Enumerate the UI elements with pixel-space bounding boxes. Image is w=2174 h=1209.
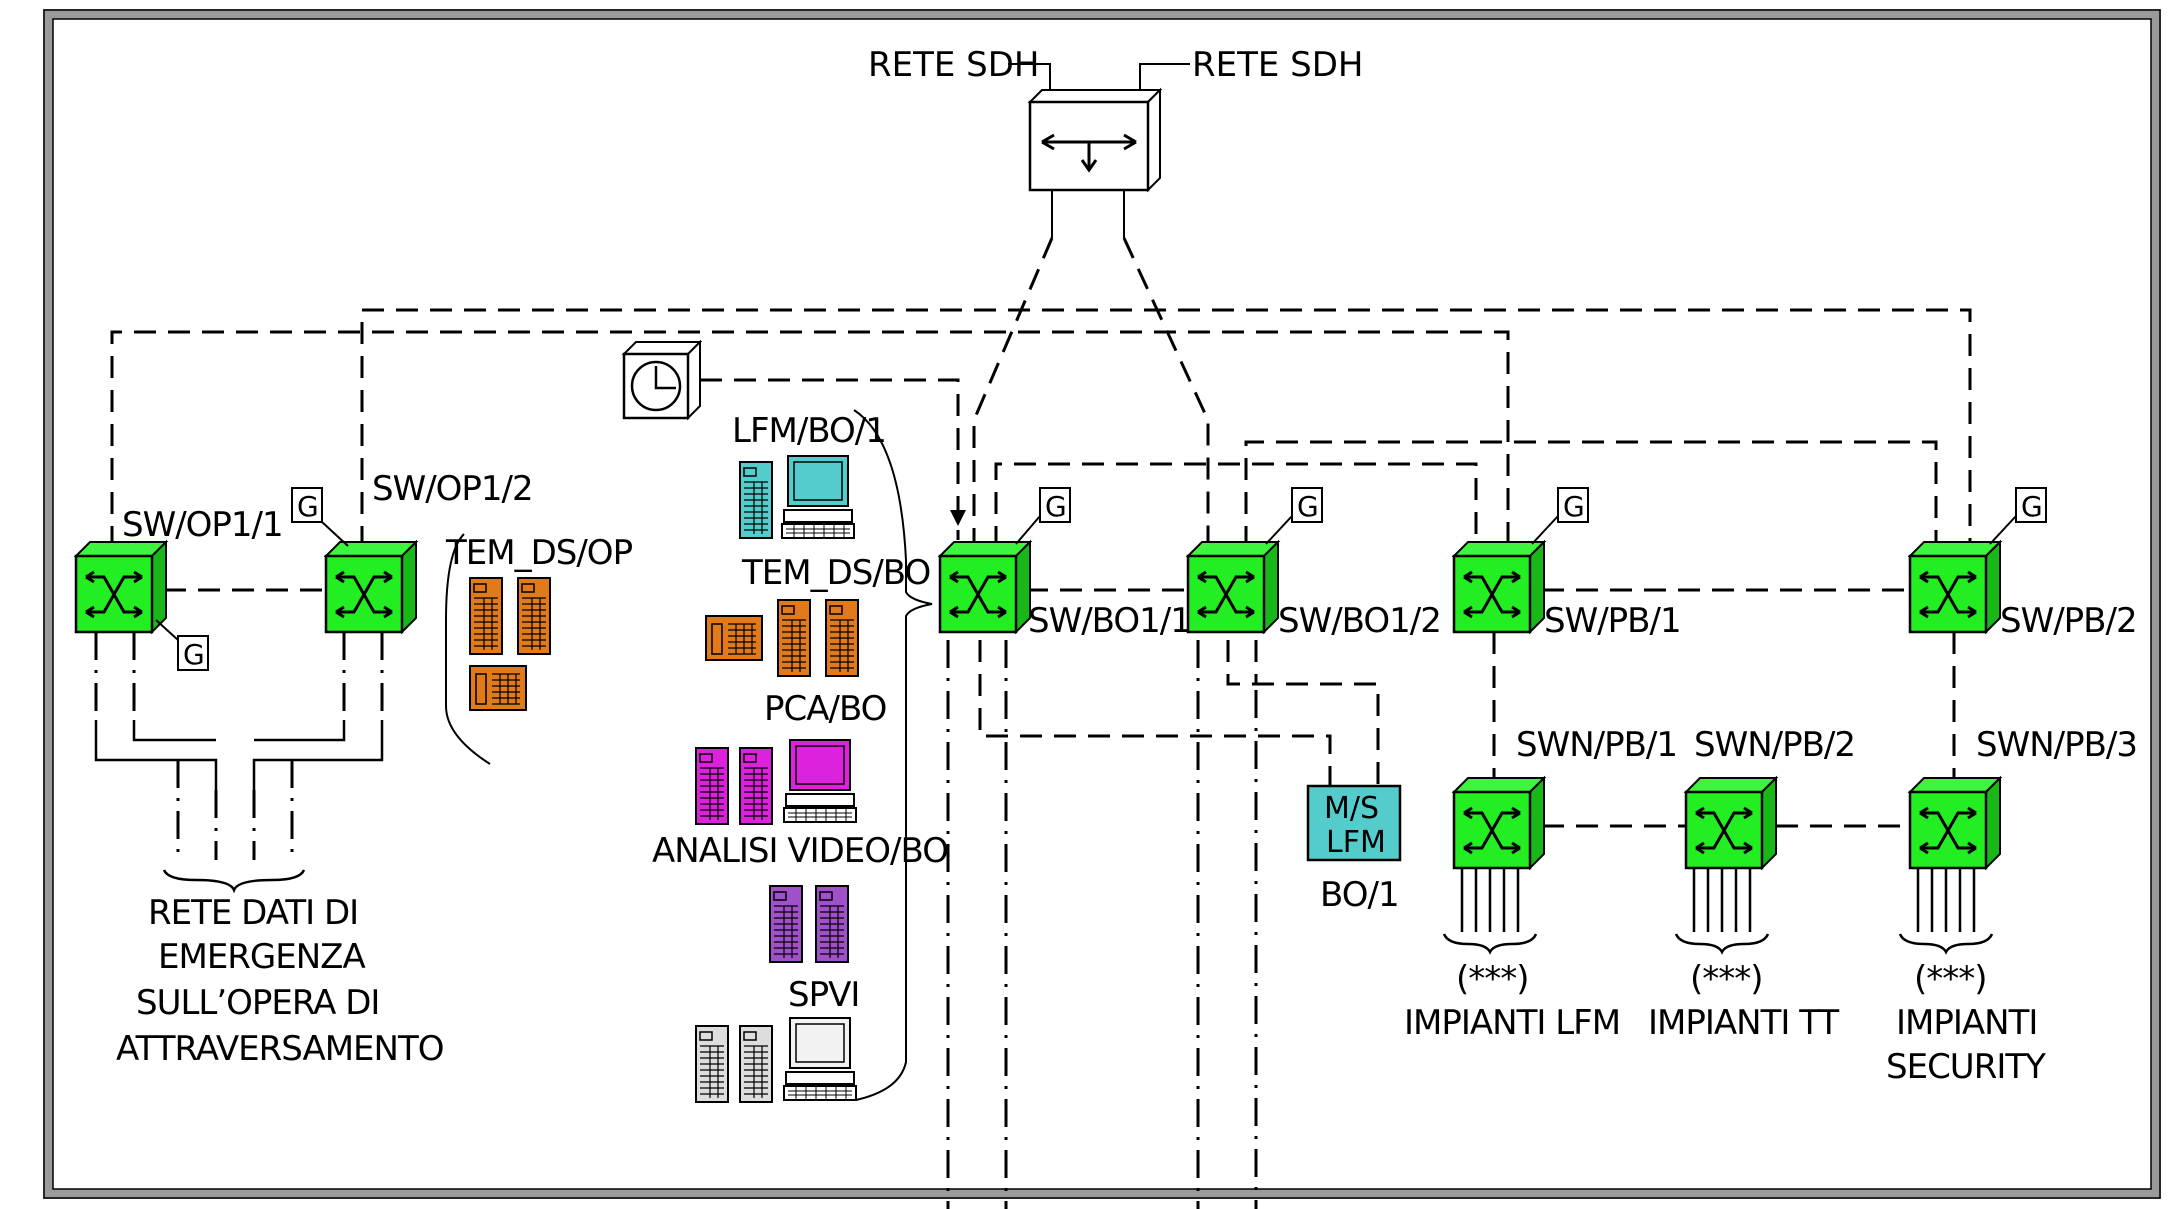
- pca-bo-devices: [695, 739, 857, 825]
- swn-pb-3-label: SWN/PB/3: [1976, 725, 2137, 765]
- svg-text:G: G: [1563, 490, 1585, 523]
- svg-text:G: G: [1297, 490, 1319, 523]
- pca-bo-label: PCA/BO: [764, 689, 886, 729]
- switch-sw-pb-1: [1452, 540, 1546, 634]
- sw-pb-2-label: SW/PB/2: [2000, 601, 2137, 641]
- rete-dati-line-4: ATTRAVERSAMENTO: [116, 1029, 444, 1069]
- switch-sw-op1-2: [324, 540, 418, 634]
- switch-sw-bo1-2: [1186, 540, 1280, 634]
- sw-bo1-1-label: SW/BO1/1: [1028, 601, 1191, 641]
- impianti-security-line-2: SECURITY: [1886, 1047, 2046, 1087]
- rete-dati-line-3: SULL’OPERA DI: [136, 983, 379, 1023]
- swn-pb-2-label: SWN/PB/2: [1694, 725, 1855, 765]
- svg-text:G: G: [2021, 490, 2043, 523]
- tem-ds-bo-label: TEM_DS/BO: [741, 553, 930, 593]
- tem-ds-bo-devices: [705, 599, 859, 677]
- sw-bo1-2-label: SW/BO1/2: [1278, 601, 1441, 641]
- sw-op1-2-label: SW/OP1/2: [372, 469, 533, 509]
- sw-op1-1-label: SW/OP1/1: [122, 505, 283, 545]
- switch-swn-pb-2: [1684, 776, 1778, 870]
- swn-pb-1-label: SWN/PB/1: [1516, 725, 1677, 765]
- tem-ds-op-bracket: [445, 533, 491, 765]
- switch-sw-op1-1: [74, 540, 168, 634]
- g-marker: G: [155, 619, 209, 671]
- sdh-multiplexer: [1027, 87, 1163, 193]
- stars-label: (***): [1914, 959, 1987, 999]
- g-marker: G: [1015, 487, 1071, 545]
- switch-sw-pb-2: [1908, 540, 2002, 634]
- svg-text:M/S: M/S: [1324, 791, 1379, 826]
- impianti-tt-label: IMPIANTI TT: [1648, 1003, 1839, 1043]
- downlinks: [946, 640, 1258, 1209]
- svg-text:G: G: [1045, 490, 1067, 523]
- tem-ds-op-devices: [469, 577, 551, 711]
- analisi-video-bo-label: ANALISI VIDEO/BO: [652, 831, 948, 871]
- stars-label: (***): [1456, 959, 1529, 999]
- svg-text:LFM: LFM: [1326, 825, 1386, 860]
- analisi-video-bo-devices: [769, 885, 849, 963]
- lfm-bo-1-label: LFM/BO/1: [732, 411, 886, 451]
- switch-sw-bo1-1: [938, 540, 1032, 634]
- g-marker: G: [1265, 487, 1323, 545]
- spvi-label: SPVI: [788, 975, 859, 1015]
- g-marker: G: [291, 487, 349, 547]
- rete-dati-line-2: EMERGENZA: [158, 937, 365, 977]
- lfm-bo-1-devices: [739, 455, 855, 539]
- clock-icon: [621, 339, 703, 421]
- outer-frame: [43, 9, 2161, 1199]
- backbone-links: [110, 237, 1972, 828]
- bo-1-label: BO/1: [1320, 875, 1399, 915]
- rete-dati-line-1: RETE DATI DI: [148, 893, 358, 933]
- g-marker: G: [1989, 487, 2047, 545]
- spvi-devices: [695, 1017, 857, 1103]
- tem-ds-op-label: TEM_DS/OP: [445, 533, 633, 573]
- emergency-network-cabling: [94, 632, 384, 894]
- central-equipment-bracket: [853, 409, 933, 1101]
- stars-label: (***): [1690, 959, 1763, 999]
- switch-swn-pb-1: [1452, 776, 1546, 870]
- impianti-lfm-label: IMPIANTI LFM: [1404, 1003, 1620, 1043]
- rete-sdh-right-label: RETE SDH: [1192, 45, 1364, 85]
- svg-text:G: G: [297, 490, 319, 523]
- sw-pb-1-label: SW/PB/1: [1544, 601, 1681, 641]
- svg-text:G: G: [183, 638, 205, 671]
- switch-swn-pb-3: [1908, 776, 2002, 870]
- impianti-security-line-1: IMPIANTI: [1896, 1003, 2037, 1043]
- ms-lfm-unit: M/S LFM: [1306, 784, 1402, 862]
- clock-arrow: [950, 510, 966, 526]
- g-marker: G: [1531, 487, 1589, 545]
- swn-fanout: [1442, 868, 1994, 955]
